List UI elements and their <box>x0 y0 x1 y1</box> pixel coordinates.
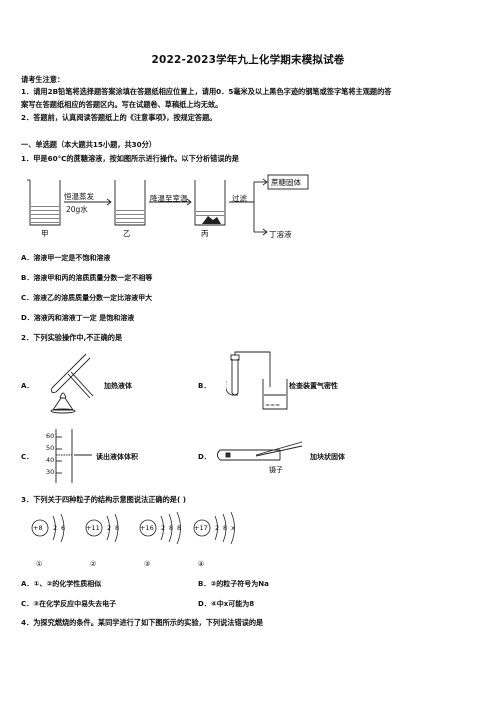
cylinder-tick-40: 40 <box>46 456 55 464</box>
particle-mark-3: ③ <box>144 560 151 568</box>
shell-3-2: 8 <box>169 524 174 532</box>
heating-liquid-label: 加热液体 <box>104 382 132 390</box>
page-title: 2022-2023学年九上化学期末模拟试卷 <box>151 54 345 66</box>
q1-option-c: C．溶液乙的溶质质量分数一定比溶液甲大 <box>21 294 153 302</box>
q2-option-d-letter: D． <box>198 453 211 461</box>
solution-hatch-yi <box>116 210 144 223</box>
q1-option-d: D．溶液丙和溶液丁一定 是饱和溶液 <box>21 314 135 322</box>
cylinder-tick-30: 30 <box>46 468 55 476</box>
question-3-stem: 3．下列关于四种粒子的结构示意图说法正确的是( ) <box>21 495 187 504</box>
q3-option-b: B．②的粒子符号为Na <box>198 580 269 588</box>
q2-option-c-letter: C． <box>21 453 34 461</box>
q2-option-b-letter: B． <box>198 382 211 390</box>
tube-tweezers-figure <box>217 441 303 461</box>
section-heading: 一、单选题（本大题共15小题，共30分） <box>21 140 157 149</box>
particle-mark-2: ② <box>90 560 97 568</box>
graduated-cylinder-figure <box>55 429 92 483</box>
question-2-stem: 2．下列实验操作中,不正确的是 <box>21 333 123 342</box>
nucleus-3: +16 <box>140 524 154 532</box>
q1-option-b: B．溶液甲和丙的溶质质量分数一定不相等 <box>21 274 153 282</box>
cylinder-tick-50: 50 <box>46 444 55 452</box>
question-4-stem: 4．为探究燃烧的条件。某同学进行了如下图所示的实验，下列说法错误的是 <box>21 618 264 627</box>
heating-liquid-figure <box>50 353 94 414</box>
shell-4-2: 8 <box>223 524 228 532</box>
q3-option-d: D．④中x可能为8 <box>198 600 255 608</box>
nucleus-4: +17 <box>194 524 208 532</box>
shell-1-2: 6 <box>61 524 66 532</box>
shell-4-3: x <box>231 524 235 532</box>
particle-mark-4: ④ <box>198 560 205 568</box>
cylinder-tick-60: 60 <box>46 432 55 440</box>
shell-3-3: 8 <box>177 524 182 532</box>
shell-1-1: 2 <box>53 524 58 532</box>
solid-label: 蔗糖固体 <box>271 178 301 187</box>
shell-2-1: 2 <box>107 524 112 532</box>
q1-option-a: A．溶液甲一定是不饱和溶液 <box>21 254 111 262</box>
solution-hatch-jia <box>31 206 59 223</box>
shell-3-1: 2 <box>161 524 166 532</box>
step-cool-label: 降温至室温 <box>150 194 188 203</box>
airtightness-check-figure: ≈≈≈ <box>226 351 288 410</box>
beaker-bing-label: 丙 <box>201 229 209 238</box>
particle-mark-1: ① <box>36 560 43 568</box>
shell-4-1: 2 <box>215 524 220 532</box>
nucleus-1: +8 <box>33 524 43 532</box>
tweezers-label: 镊子 <box>269 466 283 474</box>
beaker-jia-label: 甲 <box>41 229 49 238</box>
q3-option-a: A．①、②的化学性质相似 <box>21 580 102 588</box>
notice-line-2: 案写在答题纸相应的答题区内。写在试题卷、草稿纸上均无效。 <box>21 100 223 109</box>
step-evaporate-amount: 20g水 <box>66 205 88 214</box>
notice-line-1: 1．请用2B铅笔将选择题答案涂填在答题纸相应位置上，请用0．5毫米及以上黑色字迹… <box>21 87 392 96</box>
beaker-yi-label: 乙 <box>123 229 131 238</box>
notice-heading: 请考生注意： <box>21 75 65 84</box>
particle-structure-figure <box>31 511 235 545</box>
read-volume-label: 读出液体体积 <box>96 453 138 461</box>
notice-line-3: 2．答题前，认真阅读答题纸上的《注意事项》，按规定答题。 <box>21 113 217 122</box>
q3-option-c: C．③在化学反应中易失去电子 <box>21 600 117 608</box>
step-evaporate-label: 恒温蒸发 <box>64 192 94 201</box>
filtrate-label: 丁溶液 <box>269 230 292 239</box>
q1-process-figure <box>27 174 309 236</box>
add-solid-label: 加块状固体 <box>310 453 345 461</box>
solution-hatch-bing <box>196 211 224 224</box>
step-filter-label: 过滤 <box>232 194 247 203</box>
nucleus-2: +11 <box>86 524 100 532</box>
question-1-stem: 1．甲是60°C的蔗糖溶液，按如图所示进行操作。以下分析错误的是 <box>21 154 239 163</box>
shell-2-2: 8 <box>115 524 120 532</box>
airtightness-label: 检查装置气密性 <box>289 382 338 390</box>
q2-option-a-letter: A． <box>21 382 34 390</box>
svg-text:≈≈≈: ≈≈≈ <box>265 402 280 409</box>
